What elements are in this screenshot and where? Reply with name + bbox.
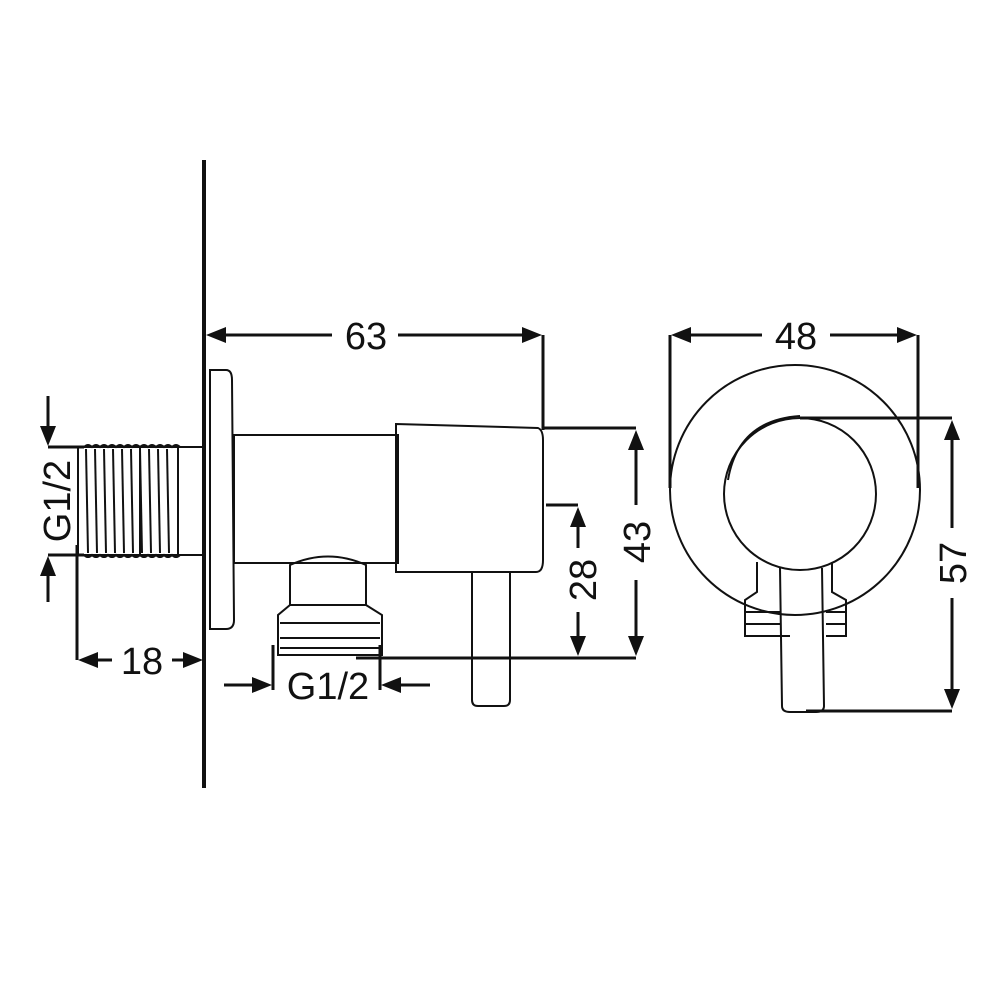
dim-28-label: 28 [563,559,605,601]
front-outlet-thread [744,562,847,637]
side-view: 18 G1/2 63 43 [37,160,659,788]
valve-cap [395,422,544,573]
dim-63-label: 63 [345,316,387,358]
dim-57-label: 57 [933,542,975,584]
dim-43: 43 [356,426,659,660]
dim-63: 63 [206,316,545,430]
dim-inlet-thread: G1/2 [37,396,84,602]
valve-body [233,434,399,564]
dim-18-label: 18 [121,641,163,683]
dim-outlet-thread: G1/2 [224,645,430,708]
dim-18: 18 [75,545,203,683]
dim-outlet-thread-label: G1/2 [287,666,369,708]
inlet-thread [77,444,204,558]
dim-43-label: 43 [617,521,659,563]
outlet-fitting [277,555,383,656]
cap-circle [723,417,877,571]
front-lever [779,567,826,713]
front-view: 48 57 [668,316,975,713]
dim-inlet-thread-label: G1/2 [37,460,79,542]
lever-handle [471,572,511,707]
flange-circle [669,364,921,616]
dim-57: 57 [800,416,975,713]
dim-48-label: 48 [775,316,817,358]
cap-edge [727,415,801,481]
dim-28: 28 [546,503,605,656]
flange [209,369,236,630]
dim-48: 48 [668,316,920,488]
